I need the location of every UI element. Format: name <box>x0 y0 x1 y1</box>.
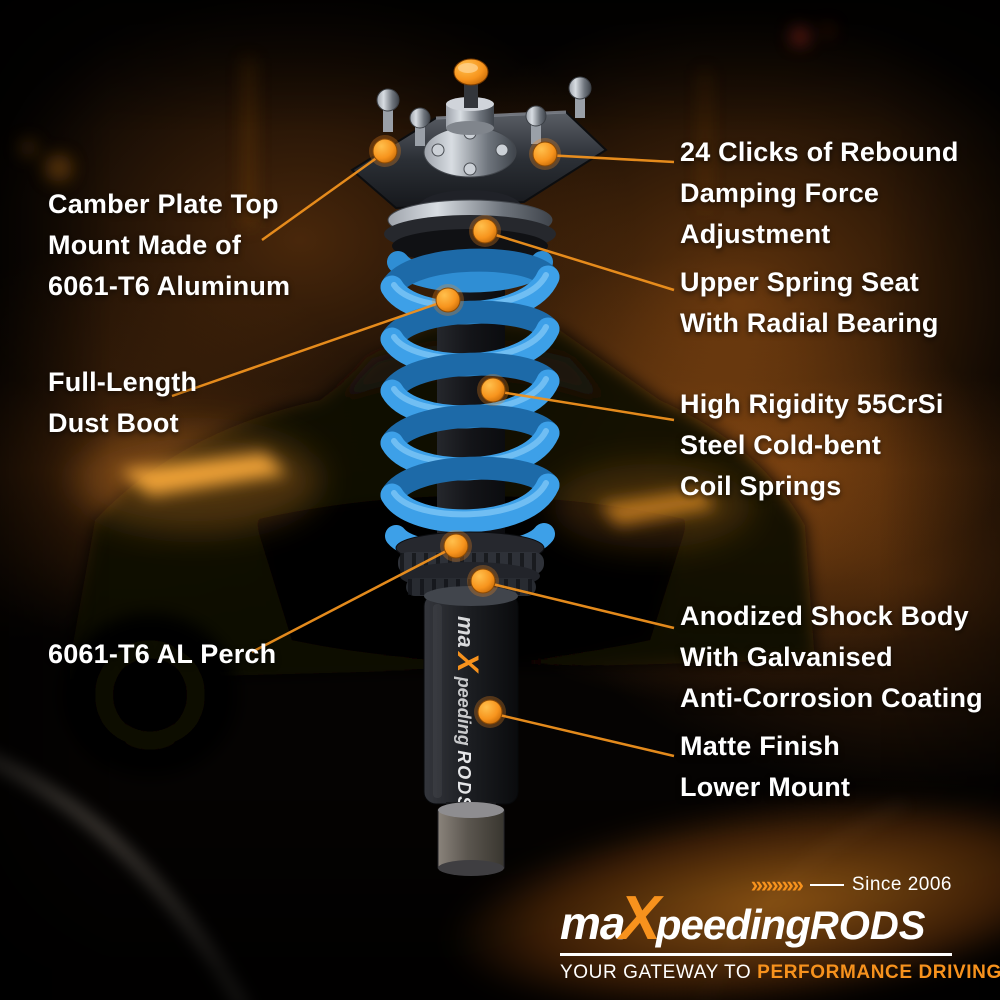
logo-wordmark: ma X peeding RODS <box>560 888 952 950</box>
logo-tagline: YOUR GATEWAY TO PERFORMANCE DRIVING <box>560 962 1000 984</box>
callout-dust-boot: Full-Length Dust Boot <box>48 367 198 438</box>
since-text: Since 2006 <box>851 874 952 895</box>
logo-suffix: RODS <box>809 904 926 948</box>
callout-dot-upper-seat <box>469 215 501 247</box>
callout-dot-perch <box>440 530 472 562</box>
callout-upper-spring-seat: Upper Spring Seat With Radial Bearing <box>680 267 939 338</box>
lower-mount <box>437 802 505 876</box>
tagline-bold: PERFORMANCE DRIVING <box>757 962 1000 983</box>
callout-dot-shock-body <box>467 565 499 597</box>
callout-dot-dust-boot <box>432 284 464 316</box>
callout-coil-springs: High Rigidity 55CrSi Steel Cold-bent Coi… <box>680 389 944 501</box>
callout-dot-lower-mount <box>474 696 506 728</box>
callout-lower-mount: Matte Finish Lower Mount <box>680 731 851 802</box>
logo-mid: peeding <box>655 901 811 948</box>
callout-dot-springs <box>477 374 509 406</box>
logo-divider-rule <box>560 953 952 956</box>
logo-x: X <box>619 884 661 953</box>
callout-shock-body: Anodized Shock Body With Galvanised Anti… <box>680 601 983 713</box>
brand-logo: »»»»» Since 2006 ma X peeding RODS YOUR … <box>560 872 1000 984</box>
shock-body: ma X peeding RODS <box>423 586 519 810</box>
callout-camber-plate: Camber Plate Top Mount Made of 6061-T6 A… <box>48 189 291 301</box>
speed-chevrons-icon: »»»»» <box>750 872 804 897</box>
since-divider-line <box>809 884 844 886</box>
coil-spring <box>380 248 560 565</box>
logo-prefix: ma <box>560 897 625 949</box>
tagline-light: YOUR GATEWAY TO <box>560 962 758 983</box>
callout-perch: 6061-T6 AL Perch <box>48 639 277 669</box>
callout-dot-rebound <box>529 138 561 170</box>
callout-dot-camber-plate <box>369 135 401 167</box>
callout-rebound-adjustment: 24 Clicks of Rebound Damping Force Adjus… <box>680 137 959 249</box>
